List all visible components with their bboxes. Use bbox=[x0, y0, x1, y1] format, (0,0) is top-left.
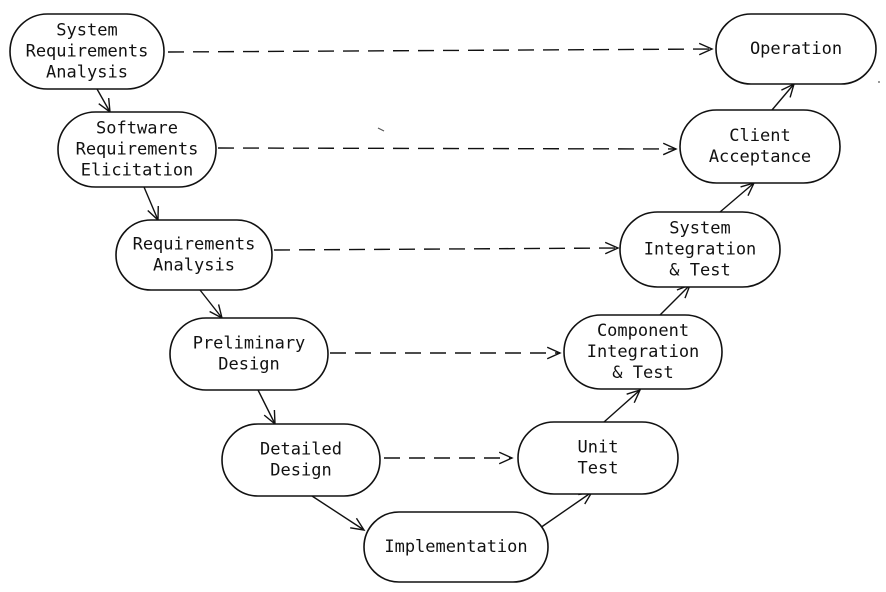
verification-arrow-line bbox=[217, 147, 677, 150]
flow-arrow-sw-req-to-req-analysis bbox=[143, 186, 159, 222]
verification-arrow-detailed-to-unit bbox=[384, 451, 514, 465]
node-label-line: Design bbox=[218, 355, 279, 375]
verification-arrow-line bbox=[167, 48, 713, 53]
flow-arrow-req-analysis-to-prelim bbox=[199, 289, 224, 320]
flow-arrow-line bbox=[719, 182, 755, 213]
node-label-line: Requirements bbox=[76, 140, 199, 160]
nodes-layer: SystemRequirementsAnalysisSoftwareRequir… bbox=[9, 13, 877, 583]
node-shape bbox=[221, 423, 381, 497]
arrowhead bbox=[626, 388, 642, 404]
node-shape bbox=[679, 109, 841, 184]
node-label-line: Integration bbox=[587, 342, 700, 362]
node-label-line: Implementation bbox=[384, 537, 527, 557]
flow-arrow-component-to-system-int bbox=[659, 283, 692, 316]
flow-arrow-unit-to-component bbox=[603, 388, 642, 423]
flow-arrow-line bbox=[659, 284, 691, 316]
node-label-line: System bbox=[669, 219, 730, 239]
node-label-line: Client bbox=[729, 126, 790, 146]
node-operation: Operation bbox=[715, 13, 877, 85]
node-label-line: Design bbox=[270, 461, 331, 481]
node-label-line: Requirements bbox=[133, 235, 256, 255]
node-label-line: & Test bbox=[612, 363, 673, 383]
flow-arrow-line bbox=[199, 289, 223, 319]
node-shape bbox=[57, 111, 217, 188]
flow-arrow-line bbox=[539, 491, 593, 529]
flow-arrow-line bbox=[771, 83, 795, 111]
node-shape bbox=[169, 317, 329, 391]
arrowhead bbox=[604, 241, 620, 255]
verification-arrow-req-analysis-to-system-int bbox=[273, 241, 620, 255]
node-label-line: Requirements bbox=[26, 42, 149, 62]
node-label-line: Software bbox=[96, 119, 178, 139]
flow-arrow-line bbox=[603, 389, 641, 423]
arrowhead bbox=[546, 346, 562, 360]
node-label-line: System bbox=[56, 21, 117, 41]
verification-arrow-line bbox=[273, 247, 619, 251]
node-label-line: & Test bbox=[669, 261, 730, 281]
verification-arrow-sw-req-to-client bbox=[217, 142, 678, 156]
node-label-line: Test bbox=[578, 459, 619, 479]
flow-arrow-line bbox=[311, 495, 365, 531]
flow-arrow-detailed-to-impl bbox=[311, 495, 366, 531]
scan-speck bbox=[377, 127, 385, 132]
node-shape bbox=[715, 13, 877, 85]
node-label-line: Elicitation bbox=[81, 161, 194, 181]
node-shape bbox=[517, 421, 679, 495]
node-label-line: Analysis bbox=[153, 256, 235, 276]
node-label-line: Component bbox=[597, 321, 689, 341]
arrowhead bbox=[98, 97, 111, 114]
node-label-line: Detailed bbox=[260, 440, 342, 460]
flow-arrow-prelim-to-detailed bbox=[257, 389, 276, 426]
flow-arrow-line bbox=[257, 389, 276, 425]
node-shape bbox=[563, 314, 723, 390]
arrowhead bbox=[698, 42, 714, 56]
flow-arrow-line bbox=[96, 88, 111, 113]
node-shape bbox=[363, 511, 549, 583]
verification-arrow-sys-req-to-operation bbox=[167, 42, 714, 56]
arrowhead bbox=[350, 517, 366, 531]
node-label-line: Preliminary bbox=[193, 334, 306, 354]
flow-arrow-impl-to-unit bbox=[539, 491, 594, 529]
node-shape bbox=[115, 219, 273, 291]
flow-arrow-client-to-operation bbox=[771, 82, 796, 111]
node-label-line: Acceptance bbox=[709, 147, 811, 167]
node-shape bbox=[9, 13, 165, 90]
flow-arrow-sys-req-to-sw-req bbox=[96, 88, 111, 114]
node-label-line: Analysis bbox=[46, 63, 128, 83]
node-shape bbox=[619, 211, 781, 288]
verification-arrow-prelim-to-component bbox=[330, 346, 562, 360]
node-label-line: Operation bbox=[750, 39, 842, 59]
node-impl: Implementation bbox=[363, 511, 549, 583]
arrowhead bbox=[662, 142, 678, 156]
arrowhead bbox=[498, 451, 514, 465]
flow-arrow-system-int-to-client bbox=[719, 181, 756, 213]
edges-layer bbox=[96, 42, 880, 531]
node-label-line: Unit bbox=[578, 438, 619, 458]
flow-arrow-line bbox=[143, 186, 159, 221]
node-label-line: Integration bbox=[644, 240, 757, 260]
